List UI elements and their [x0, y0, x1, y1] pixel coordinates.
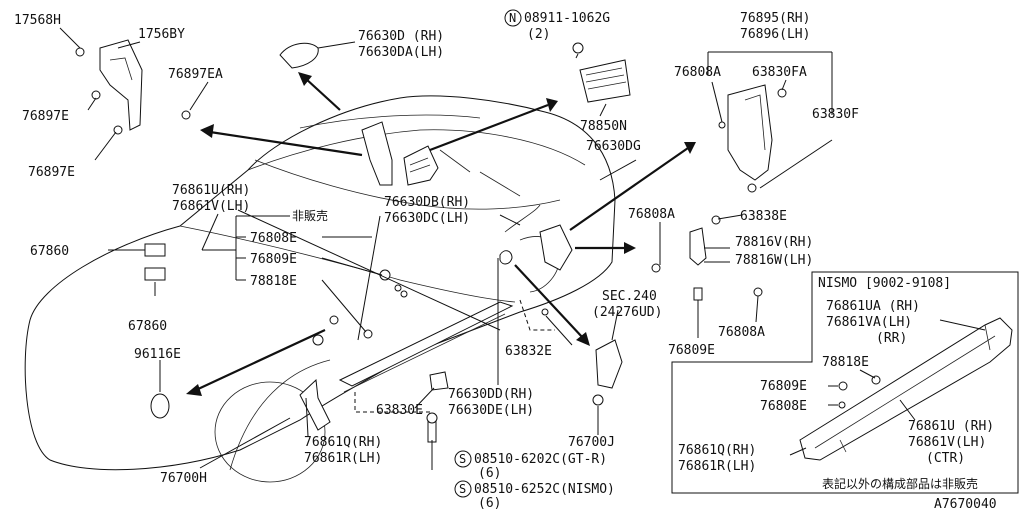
label-76630da: 76630DA(LH): [358, 45, 444, 60]
label-78816v: 78816V(RH): [735, 235, 813, 250]
label-63832e: 63832E: [505, 344, 552, 359]
parts-group: [75, 39, 787, 443]
leader-lines: [59, 27, 833, 470]
label-nismo-76861r: 76861R(LH): [678, 459, 756, 474]
label-76861v: 76861V(LH): [172, 199, 250, 214]
label-nismo-rr: (RR): [876, 331, 907, 346]
label-08911-1062g: 08911-1062G: [524, 11, 610, 26]
label-1756by: 1756BY: [138, 27, 185, 42]
label-nismo-76809e: 76809E: [760, 379, 807, 394]
label-76808a-top: 76808A: [674, 65, 721, 80]
label-76896: 76896(LH): [740, 27, 810, 42]
label-76700h: 76700H: [160, 471, 207, 486]
label-nismo-76808e: 76808E: [760, 399, 807, 414]
circle-n-symbol: N: [509, 11, 516, 25]
label-76808a-mid: 76808A: [628, 207, 675, 222]
label-nismo-76861va: 76861VA(LH): [826, 315, 912, 330]
label-08510-6252c: 08510-6252C(NISMO): [474, 482, 615, 497]
label-nismo-76861ua: 76861UA (RH): [826, 299, 920, 314]
label-76630dg: 76630DG: [586, 139, 641, 154]
mudflap-76895: [727, 84, 773, 181]
grommet-96116e: [150, 393, 170, 419]
label-76897ea: 76897EA: [168, 67, 223, 82]
label-76809e-mid: 76809E: [668, 343, 715, 358]
label-76861r: 76861R(LH): [304, 451, 382, 466]
label-08510-6252c-qty: (6): [478, 496, 501, 511]
label-76630d: 76630D (RH): [358, 29, 444, 44]
label-78818e: 78818E: [250, 274, 297, 289]
bracket-78816v: [689, 227, 707, 266]
label-nismo-76861v: 76861V(LH): [908, 435, 986, 450]
part-labels: 17568H 1756BY 76897EA 76897E 76897E 7663…: [14, 11, 997, 512]
label-76861u: 76861U(RH): [172, 183, 250, 198]
circle-s-symbol-1: S: [459, 452, 466, 466]
label-hihanbai: 非販売: [292, 208, 328, 223]
label-08911-qty: (2): [527, 27, 550, 42]
label-76630de: 76630DE(LH): [448, 403, 534, 418]
label-76630db: 76630DB(RH): [384, 195, 470, 210]
label-76897e-a: 76897E: [22, 109, 69, 124]
label-76809e: 76809E: [250, 252, 297, 267]
label-63830e: 63830E: [376, 403, 423, 418]
label-76630dd: 76630DD(RH): [448, 387, 534, 402]
nismo-title: NISMO [9002-9108]: [818, 276, 951, 291]
mark-67860-a: [144, 243, 166, 257]
diagram-code: A7670040: [934, 497, 997, 512]
clip-17568h: [75, 47, 85, 57]
label-nismo-ctr: (CTR): [926, 451, 965, 466]
label-nismo-76861q: 76861Q(RH): [678, 443, 756, 458]
label-63830f: 63830F: [812, 107, 859, 122]
nismo-note: 表記以外の構成部品は非販売: [822, 476, 978, 491]
label-76808e: 76808E: [250, 231, 297, 246]
label-78816w: 78816W(LH): [735, 253, 813, 268]
label-67860-a: 67860: [30, 244, 69, 259]
label-63830fa: 63830FA: [752, 65, 807, 80]
label-sec240: SEC.240: [602, 289, 657, 304]
flap-76630db: [361, 121, 393, 186]
bracket-1756by: [99, 39, 143, 131]
label-76630dc: 76630DC(LH): [384, 211, 470, 226]
trim-76861q: [299, 378, 331, 431]
label-63838e: 63838E: [740, 209, 787, 224]
flap-76630dd: [539, 224, 573, 271]
label-76897e-b: 76897E: [28, 165, 75, 180]
mudflap-76700j: [595, 339, 623, 389]
clip-76897ea: [181, 110, 191, 120]
box-78850n: [579, 59, 631, 103]
nismo-inset: [671, 271, 1019, 494]
circle-s-symbol-2: S: [459, 482, 466, 496]
label-nismo-78818e: 78818E: [822, 355, 869, 370]
label-67860-b: 67860: [128, 319, 167, 334]
assembly-arrows: [186, 72, 696, 396]
label-96116e: 96116E: [134, 347, 181, 362]
label-24276ud: (24276UD): [592, 305, 662, 320]
label-17568h: 17568H: [14, 13, 61, 28]
label-08510-6202c-qty: (6): [478, 466, 501, 481]
mudflap-76630d: [279, 42, 319, 69]
label-76808a-low: 76808A: [718, 325, 765, 340]
label-76895: 76895(RH): [740, 11, 810, 26]
mark-67860-b: [144, 267, 166, 281]
circled-prefixes: N S S: [454, 9, 522, 498]
label-78850n: 78850N: [580, 119, 627, 134]
label-08510-6202c: 08510-6202C(GT-R): [474, 452, 607, 467]
label-76700j: 76700J: [568, 435, 615, 450]
label-nismo-76861u: 76861U (RH): [908, 419, 994, 434]
nut-08911: [572, 42, 584, 54]
car-body: [24, 95, 616, 483]
label-76861q: 76861Q(RH): [304, 435, 382, 450]
